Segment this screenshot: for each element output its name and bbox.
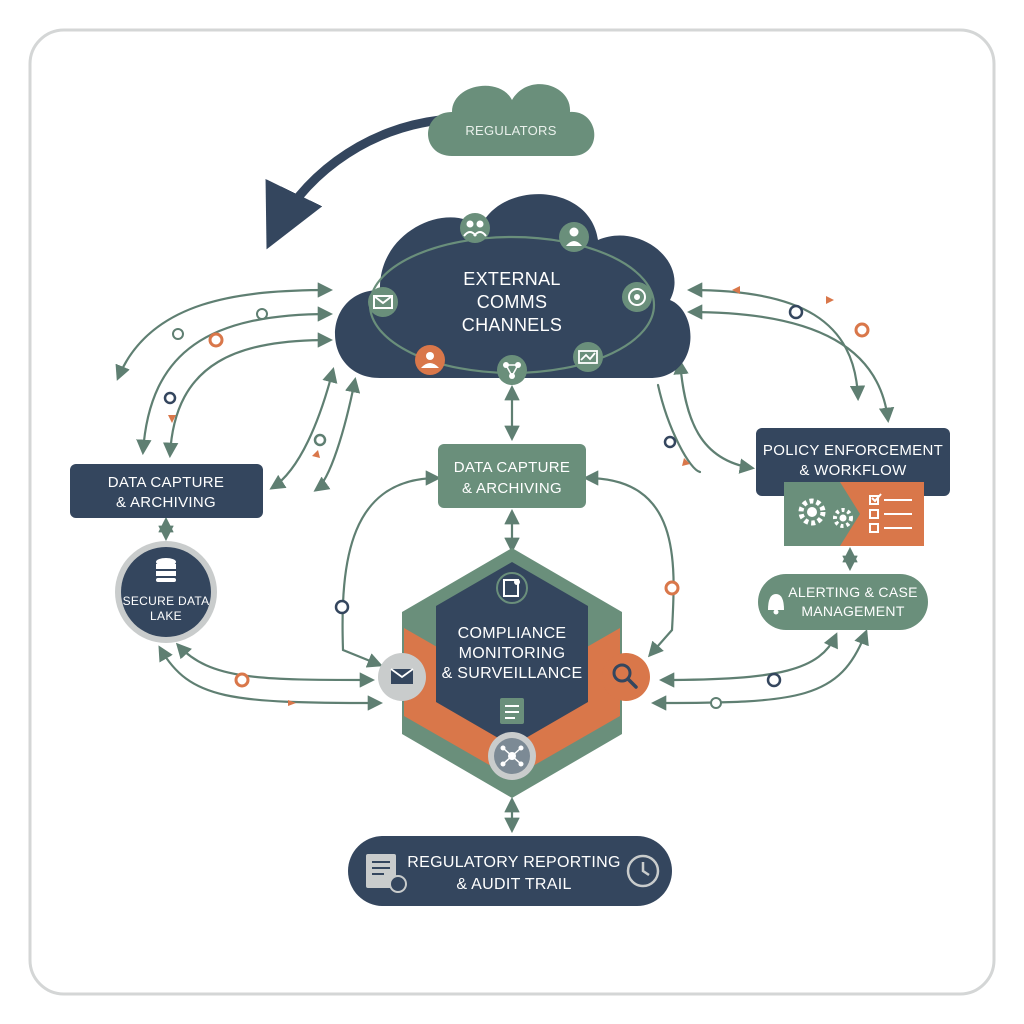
- regulatory-reporting: REGULATORY REPORTING & AUDIT TRAIL: [348, 836, 672, 906]
- user-icon: [559, 222, 589, 252]
- regulators-cloud: REGULATORS: [428, 84, 595, 156]
- external-comms-line2: COMMS: [477, 292, 548, 312]
- external-comms-line3: CHANNELS: [462, 315, 562, 335]
- external-comms-cloud: EXTERNAL COMMS CHANNELS: [335, 194, 691, 385]
- search-icon: [602, 653, 650, 701]
- alerting-case-management: ALERTING & CASE MANAGEMENT: [758, 574, 928, 630]
- alerting-line1: ALERTING & CASE: [788, 584, 918, 600]
- chart-icon: [573, 342, 603, 372]
- external-comms-line1: EXTERNAL: [463, 269, 560, 289]
- network-icon: [488, 732, 536, 780]
- clipboard-icon: [500, 698, 524, 724]
- policy-line1: POLICY ENFORCEMENT: [763, 442, 943, 459]
- connectors: [115, 115, 895, 834]
- compliance-line3: & SURVEILLANCE: [442, 665, 583, 682]
- policy-line2: & WORKFLOW: [799, 462, 907, 479]
- reporting-line1: REGULATORY REPORTING: [407, 854, 620, 871]
- envelope-icon: [378, 653, 426, 701]
- data-capture-left-line1: DATA CAPTURE: [108, 474, 224, 491]
- data-capture-left: DATA CAPTURE & ARCHIVING: [70, 464, 263, 518]
- network-icon: [497, 355, 527, 385]
- compliance-line1: COMPLIANCE: [458, 625, 567, 642]
- secure-data-lake-line1: SECURE DATA: [123, 594, 210, 608]
- secure-data-lake-line2: LAKE: [150, 609, 182, 623]
- document-icon: [496, 572, 528, 604]
- data-capture-center-line1: DATA CAPTURE: [454, 459, 570, 476]
- compliance-hexagon: COMPLIANCE MONITORING & SURVEILLANCE: [378, 548, 650, 798]
- data-capture-center-line2: & ARCHIVING: [462, 480, 562, 497]
- data-capture-center: DATA CAPTURE & ARCHIVING: [438, 444, 586, 508]
- bell-icon: [768, 594, 784, 615]
- clock-icon: [626, 854, 660, 888]
- checklist-icon: [869, 493, 912, 533]
- alerting-line2: MANAGEMENT: [801, 603, 904, 619]
- database-icon: [156, 558, 176, 582]
- people-icon: [415, 345, 445, 375]
- target-icon: [622, 282, 652, 312]
- policy-enforcement: POLICY ENFORCEMENT & WORKFLOW: [756, 428, 950, 546]
- data-capture-left-line2: & ARCHIVING: [116, 494, 216, 511]
- secure-data-lake: SECURE DATA LAKE: [115, 541, 217, 643]
- regulators-label: REGULATORS: [465, 123, 556, 138]
- regulators-arrow: [265, 115, 445, 250]
- connector-dots: [163, 286, 870, 709]
- gears-icon: [798, 498, 853, 528]
- compliance-line2: MONITORING: [459, 645, 566, 662]
- document-icon: [366, 854, 407, 893]
- people-icon: [460, 213, 490, 243]
- reporting-line2: & AUDIT TRAIL: [456, 876, 571, 893]
- envelope-icon: [368, 287, 398, 317]
